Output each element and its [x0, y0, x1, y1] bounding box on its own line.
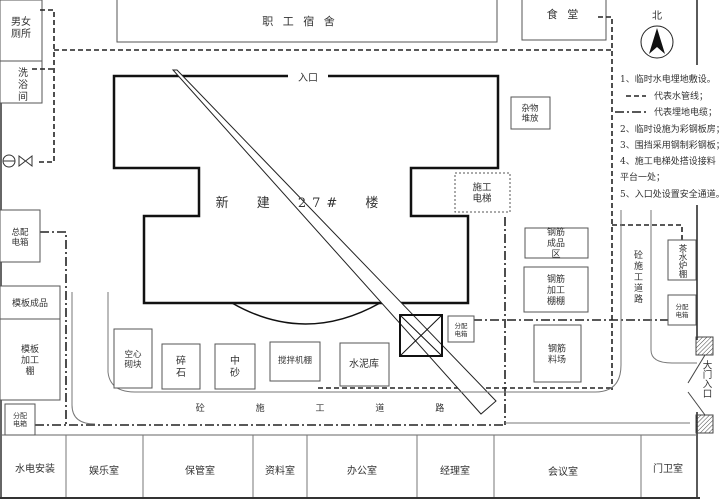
main-distribution-label: 总配电箱: [11, 227, 29, 248]
bathroom-block: [0, 60, 43, 104]
bathroom-label: 洗浴间: [16, 67, 28, 103]
legend-note-5: 5、入口处设置安全通道。: [620, 188, 721, 200]
sand-label: 中砂: [230, 354, 240, 379]
side-road-label: 砼施工道路: [632, 249, 643, 305]
rebar-finished-area: [524, 227, 589, 259]
mixer-shed: [269, 341, 321, 382]
formwork-shed-label: 模板加工棚: [21, 343, 39, 377]
toilet-block: [0, 0, 43, 62]
hollow-block-area: [113, 328, 153, 389]
cable-lines: [35, 217, 668, 426]
room-label: 办公室: [347, 464, 377, 477]
distribution-box-right: [667, 294, 697, 326]
room-label: 经理室: [440, 464, 470, 477]
north-label: 北: [652, 10, 662, 22]
formwork-finished-area: [0, 285, 61, 320]
room-label: 门卫室: [653, 462, 683, 475]
gravel-area: [161, 343, 201, 390]
rebar-shed: [523, 266, 589, 313]
distribution-box-center-label: 分配电箱: [455, 321, 469, 338]
bottom-rooms: 水电安装 娱乐室 保管室 资料室 办公室 经理室 会议室 门卫室: [15, 435, 683, 497]
room-label: 会议室: [548, 465, 578, 478]
rebar-finished-label: 钢筋成品区: [547, 226, 565, 260]
hoist-area: [454, 172, 511, 213]
canteen-label: 食 堂: [547, 7, 582, 21]
water-meter-valve-icon: [2, 154, 33, 168]
toilet-label: 男女厕所: [11, 15, 31, 40]
building-arc: [231, 302, 381, 325]
legend-note-4a: 4、施工电梯处搭设接料: [620, 155, 716, 167]
distribution-box-center: [447, 315, 475, 343]
hoist-label: 施工电梯: [472, 181, 492, 204]
room-label: 保管室: [185, 464, 215, 477]
legend-note-1: 1、临时水电埋地敷设。: [620, 73, 716, 85]
crane-boom: [171, 69, 497, 415]
hollow-block-label: 空心砌块: [124, 349, 142, 370]
tea-boiler-label: 茶水炉棚: [677, 243, 687, 278]
distribution-box-right-label: 分配电箱: [676, 302, 690, 319]
gate-leaf: [687, 354, 706, 384]
room-label: 水电安装: [15, 462, 55, 475]
legend-note-4b: 平台一处；: [620, 171, 665, 183]
room-label: 资料室: [265, 464, 295, 477]
legend-water-pipe: 代表水管线；: [654, 90, 708, 102]
legend-note-2: 2、临时设施为彩钢板房；: [620, 123, 721, 135]
gate-pillar-bottom: [695, 414, 714, 434]
gate-leaf: [687, 391, 706, 416]
mixer-shed-label: 搅拌机棚: [278, 355, 312, 366]
road-edges: [71, 210, 697, 425]
gravel-label: 碎石: [176, 354, 186, 379]
sand-area: [214, 343, 256, 390]
tea-boiler-shed: [667, 239, 697, 281]
rebar-yard: [533, 324, 582, 383]
distribution-box-left-label: 分配电箱: [13, 411, 27, 428]
rebar-shed-label: 钢筋加工棚棚: [547, 273, 565, 307]
room-label: 娱乐室: [89, 464, 119, 477]
formwork-finished-label: 模板成品: [12, 297, 48, 309]
building-label: 新 建 27# 楼: [216, 195, 385, 211]
dormitory-label: 职 工 宿 舍: [262, 14, 338, 28]
hoist-platform: [399, 314, 443, 357]
north-compass-icon: [640, 25, 674, 59]
dormitory-block: [116, 0, 498, 43]
main-road-label: 砼 施 工 道 路: [196, 402, 444, 414]
formwork-shed: [0, 318, 61, 401]
building-outline: [112, 74, 500, 305]
rebar-yard-label: 钢筋料场: [548, 343, 566, 366]
entrance-label: 入口: [298, 73, 318, 84]
legend: 1、临时水电埋地敷设。 代表水管线； 代表埋地电缆； 2、临时设施为彩钢板房； …: [615, 73, 721, 200]
canteen-block: [521, 0, 607, 41]
legend-note-3: 3、围挡采用钢制彩钢板；: [620, 139, 721, 151]
cement-store-label: 水泥库: [349, 357, 379, 370]
sundries-area: [510, 96, 551, 130]
distribution-box-left: [4, 403, 36, 436]
sundries-label: 杂物堆放: [521, 103, 539, 124]
gate-pillar-top: [695, 336, 714, 356]
legend-cable: 代表埋地电缆；: [654, 106, 717, 118]
main-distribution-box: [0, 209, 41, 263]
gate-label: 大门入口: [701, 359, 713, 398]
cement-store: [339, 342, 390, 387]
